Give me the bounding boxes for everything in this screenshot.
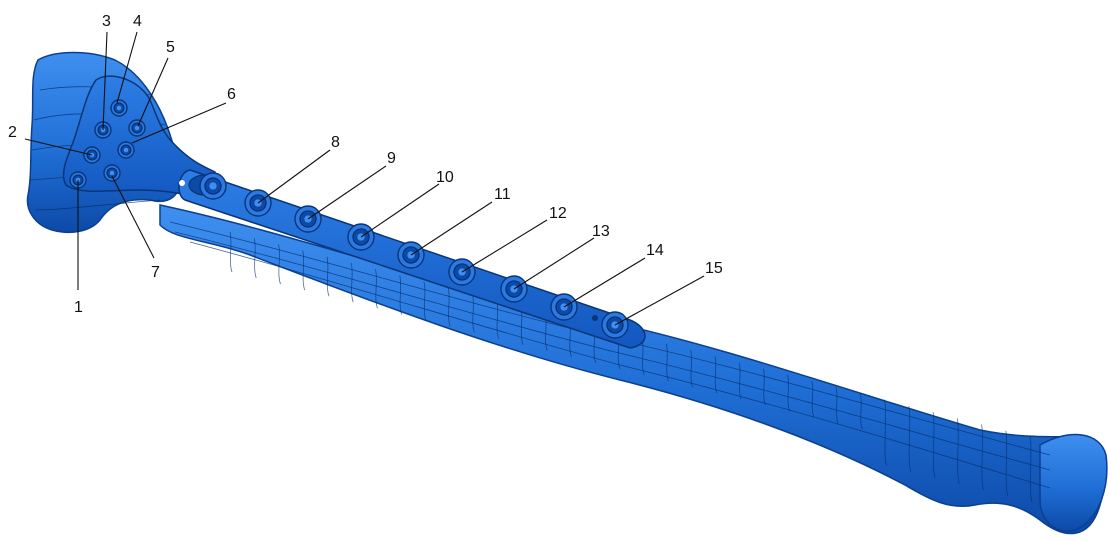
leader-line xyxy=(131,102,227,144)
screw-center xyxy=(209,182,217,190)
callout-label: 3 xyxy=(102,13,111,30)
leader-line xyxy=(360,183,440,238)
callout-13: 13 xyxy=(513,223,610,290)
callout-label: 11 xyxy=(494,186,511,203)
bone-distal-end xyxy=(1039,433,1108,532)
mesh-line xyxy=(665,343,669,382)
callout-15: 15 xyxy=(614,260,723,326)
mesh-line xyxy=(399,275,403,315)
leader-line xyxy=(24,138,93,156)
callout-2: 2 xyxy=(8,124,93,156)
mesh-line xyxy=(884,399,887,466)
bone-plate xyxy=(62,75,646,349)
leader-line xyxy=(111,175,155,259)
mesh-line xyxy=(956,418,960,484)
mesh-line xyxy=(787,374,790,412)
callout-label: 10 xyxy=(436,169,454,186)
callout-12: 12 xyxy=(461,205,567,273)
callout-label: 13 xyxy=(592,223,610,240)
plate-small-hole xyxy=(592,315,598,321)
screw-center xyxy=(109,170,115,176)
callout-3: 3 xyxy=(102,13,111,131)
callout-10: 10 xyxy=(360,169,454,238)
mesh-line xyxy=(714,356,718,394)
mesh-line xyxy=(326,256,330,297)
mesh-line xyxy=(1005,430,1009,497)
callout-11: 11 xyxy=(410,186,511,256)
leader-line xyxy=(513,237,595,290)
mesh-line xyxy=(932,412,936,478)
mesh-line xyxy=(302,250,306,291)
callout-label: 14 xyxy=(646,242,664,259)
plate-head xyxy=(62,75,216,201)
callout-label: 8 xyxy=(331,134,340,151)
callout-14: 14 xyxy=(563,242,664,308)
mesh-line xyxy=(835,387,839,424)
mesh-line xyxy=(908,405,912,472)
mesh-line xyxy=(859,393,863,430)
leader-line xyxy=(307,165,387,220)
leader-line xyxy=(461,219,548,273)
callout-labels: 1 2 3 4 5 6 7 8 xyxy=(8,13,723,326)
bone-model xyxy=(26,51,1108,535)
bone-shaft xyxy=(159,204,1106,535)
leader-line xyxy=(257,149,331,204)
callout-1: 1 xyxy=(74,180,83,316)
leader-line xyxy=(563,257,646,308)
callout-label: 1 xyxy=(74,299,83,316)
mesh-line xyxy=(690,349,693,388)
mesh-line xyxy=(811,380,815,418)
callout-label: 2 xyxy=(8,124,17,141)
screw-center xyxy=(134,125,140,131)
mesh-line xyxy=(375,269,378,309)
callout-label: 15 xyxy=(705,260,723,277)
callout-8: 8 xyxy=(257,134,340,204)
mesh-line xyxy=(472,294,475,333)
screw-center xyxy=(123,147,129,153)
mesh-line xyxy=(278,244,281,285)
mesh-line xyxy=(981,424,984,491)
callout-7: 7 xyxy=(111,175,160,281)
screw-center xyxy=(116,105,122,111)
plate-small-hole xyxy=(179,180,185,186)
leader-line xyxy=(410,201,493,256)
mesh-line xyxy=(762,368,766,406)
callout-label: 7 xyxy=(151,264,160,281)
callout-label: 4 xyxy=(133,13,142,30)
mesh-line xyxy=(253,238,257,279)
mesh-line xyxy=(350,262,354,303)
leader-line xyxy=(137,57,169,127)
mesh-line xyxy=(738,362,742,400)
leader-line xyxy=(102,31,108,131)
callout-label: 5 xyxy=(166,39,175,56)
callout-label: 6 xyxy=(227,86,236,103)
leader-line xyxy=(614,275,705,326)
callout-5: 5 xyxy=(137,39,175,127)
callout-6: 6 xyxy=(131,86,236,144)
mesh-line xyxy=(1029,436,1033,503)
callout-label: 9 xyxy=(387,150,396,167)
callout-9: 9 xyxy=(307,150,396,220)
mesh-line xyxy=(229,231,233,273)
mesh-line xyxy=(447,287,451,327)
callout-4: 4 xyxy=(116,13,142,104)
mesh-line xyxy=(423,281,427,321)
callout-label: 12 xyxy=(549,205,567,222)
leader-line xyxy=(116,31,138,104)
